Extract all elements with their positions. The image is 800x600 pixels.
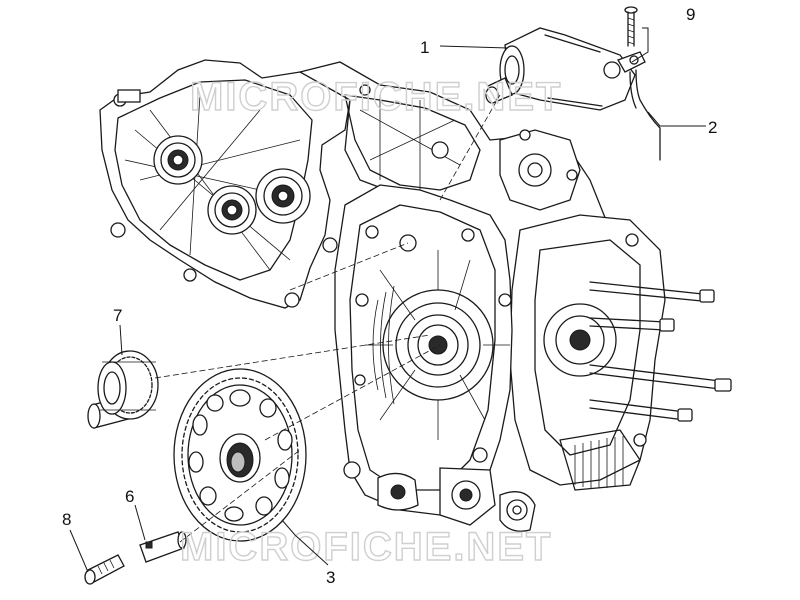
crankcase-center: [334, 184, 536, 532]
callout-9: 9: [686, 5, 695, 24]
bearing-upper: [153, 135, 203, 185]
callout-7: 7: [113, 306, 122, 325]
bearing-right: [255, 168, 311, 224]
lower-outlets: [377, 467, 536, 532]
idler-gear: [87, 350, 159, 429]
callout-leaders: [69, 27, 706, 573]
callout-1: 1: [420, 38, 429, 57]
cylinder-studs: [589, 281, 732, 422]
callout-3: 3: [326, 568, 335, 587]
assembly-axes: [154, 94, 501, 543]
starter-motor: [485, 27, 636, 111]
starter-cable: [617, 51, 661, 161]
pin: [139, 531, 187, 563]
bearing-middle: [207, 185, 257, 235]
callout-8: 8: [62, 510, 71, 529]
watermark-upper: MICROFICHE.NET: [190, 75, 562, 119]
transmission-cover: [99, 59, 351, 309]
bolt: [84, 554, 125, 585]
watermark-lower: MICROFICHE.NET: [180, 525, 552, 569]
drive-gear: [173, 368, 307, 542]
starter-screw: [624, 6, 638, 47]
callout-6: 6: [125, 487, 134, 506]
callout-2: 2: [708, 118, 717, 137]
callout-labels: 1 2 3 6 7 8 9: [62, 5, 717, 587]
cylinder-block: [509, 214, 732, 491]
